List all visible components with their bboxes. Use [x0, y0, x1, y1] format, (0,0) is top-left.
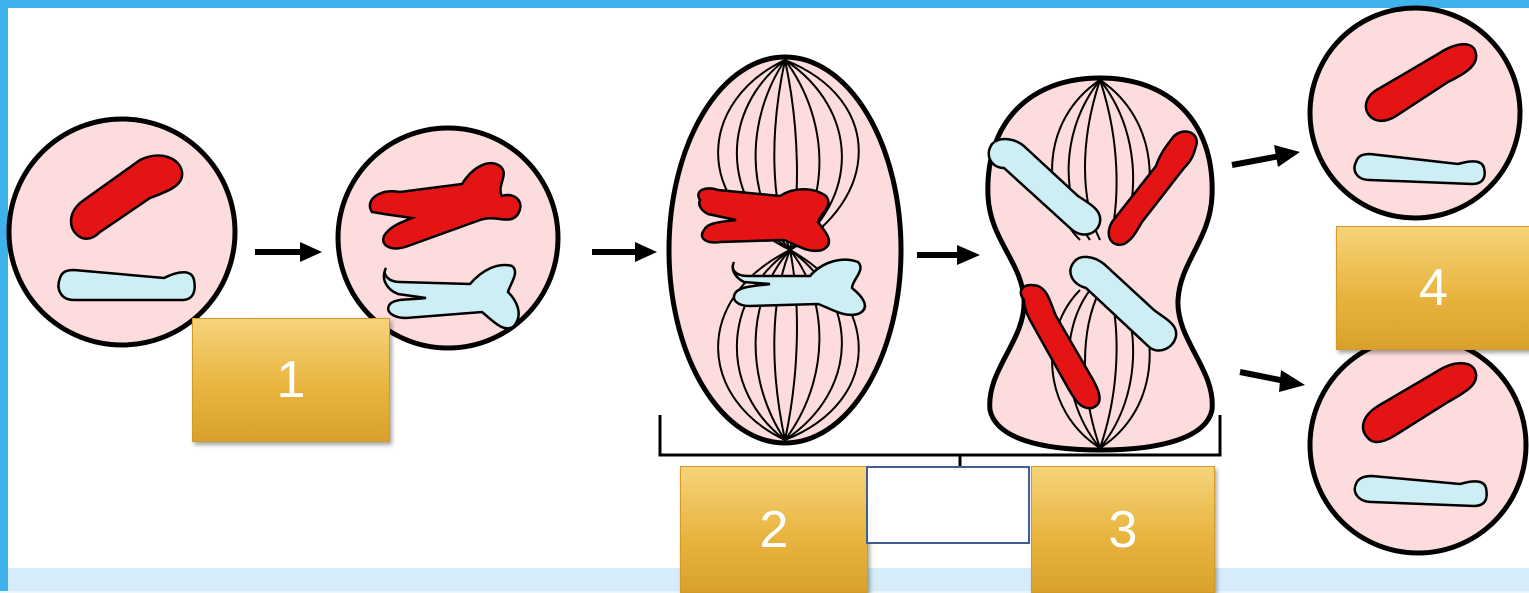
daughter-cell-top [1310, 8, 1520, 218]
stage-label-4: 4 [1419, 262, 1448, 314]
arrow-icon [1232, 145, 1300, 167]
stage-label-box-1: 1 [192, 318, 390, 442]
stage-label-box-3: 3 [1031, 466, 1215, 593]
blue-chromosome [59, 270, 195, 300]
arrow-icon [917, 245, 980, 265]
blank-answer-box[interactable] [866, 466, 1030, 544]
stage-label-2: 2 [760, 504, 789, 556]
cell-anaphase [988, 78, 1212, 450]
stage-label-1: 1 [277, 354, 306, 406]
arrow-icon [1240, 370, 1305, 392]
cell-parent [9, 119, 235, 345]
arrow-icon [255, 242, 322, 262]
arrow-icon [592, 242, 657, 262]
stage-label-box-2: 2 [680, 466, 868, 593]
cell-replicated [338, 128, 558, 348]
stage-label-box-4: 4 [1336, 226, 1529, 350]
stage-label-3: 3 [1109, 504, 1138, 556]
cell-metaphase [669, 57, 901, 443]
daughter-cell-bottom [1310, 337, 1526, 553]
